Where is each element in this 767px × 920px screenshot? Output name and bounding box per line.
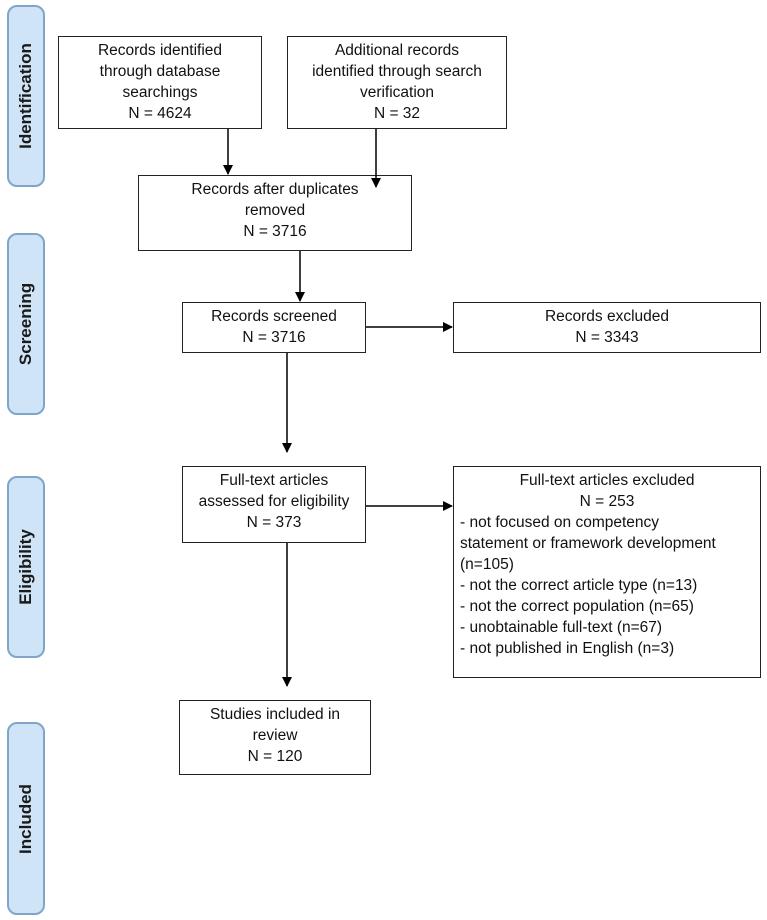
exclusion-reason: - not the correct population (n=65) xyxy=(460,598,694,615)
box-fulltext-assessed: Full-text articles assessed for eligibil… xyxy=(182,466,366,543)
exclusion-reason: - not published in English (n=3) xyxy=(460,640,675,657)
exclusion-reason: - not focused on competency xyxy=(460,514,660,531)
box-records-screened: Records screened N = 3716 xyxy=(182,302,366,353)
box-text: searchings xyxy=(122,84,198,101)
box-text: Records screened xyxy=(211,308,337,325)
box-title: Full-text articles excluded xyxy=(519,472,695,489)
box-text: Records identified xyxy=(97,42,223,59)
phase-eligibility: Eligibility xyxy=(7,476,45,658)
box-text: Additional records xyxy=(334,42,460,59)
box-text: review xyxy=(252,727,298,744)
box-count: N = 32 xyxy=(373,105,421,122)
box-count: N = 3716 xyxy=(243,223,307,240)
box-count: N = 373 xyxy=(246,514,302,531)
box-count: N = 3343 xyxy=(575,329,639,346)
exclusion-reason: (n=105) xyxy=(460,556,514,573)
phase-screening: Screening xyxy=(7,233,45,415)
box-count: N = 120 xyxy=(247,748,303,765)
box-text: removed xyxy=(244,202,306,219)
box-after-duplicates: Records after duplicates removed N = 371… xyxy=(138,175,412,251)
exclusion-reason: - not the correct article type (n=13) xyxy=(460,577,698,594)
box-count: N = 4624 xyxy=(128,105,192,122)
box-text: Studies included in xyxy=(209,706,341,723)
box-additional-records: Additional records identified through se… xyxy=(287,36,507,129)
box-text: assessed for eligibility xyxy=(198,493,350,510)
box-count: N = 3716 xyxy=(242,329,306,346)
box-fulltext-excluded: Full-text articles excluded N = 253 - no… xyxy=(453,466,761,678)
exclusion-reason: statement or framework development xyxy=(460,535,716,552)
box-text: Full-text articles xyxy=(219,472,329,489)
box-studies-included: Studies included in review N = 120 xyxy=(179,700,371,775)
box-records-excluded: Records excluded N = 3343 xyxy=(453,302,761,353)
box-database-records: Records identified through database sear… xyxy=(58,36,262,129)
box-count: N = 253 xyxy=(579,493,635,510)
box-text: through database xyxy=(99,63,221,80)
box-text: Records excluded xyxy=(544,308,670,325)
phase-identification: Identification xyxy=(7,5,45,187)
box-text: Records after duplicates xyxy=(191,181,359,198)
box-text: verification xyxy=(359,84,435,101)
exclusion-reason: - unobtainable full-text (n=67) xyxy=(460,619,663,636)
phase-included: Included xyxy=(7,722,45,915)
box-text: identified through search xyxy=(312,63,482,80)
